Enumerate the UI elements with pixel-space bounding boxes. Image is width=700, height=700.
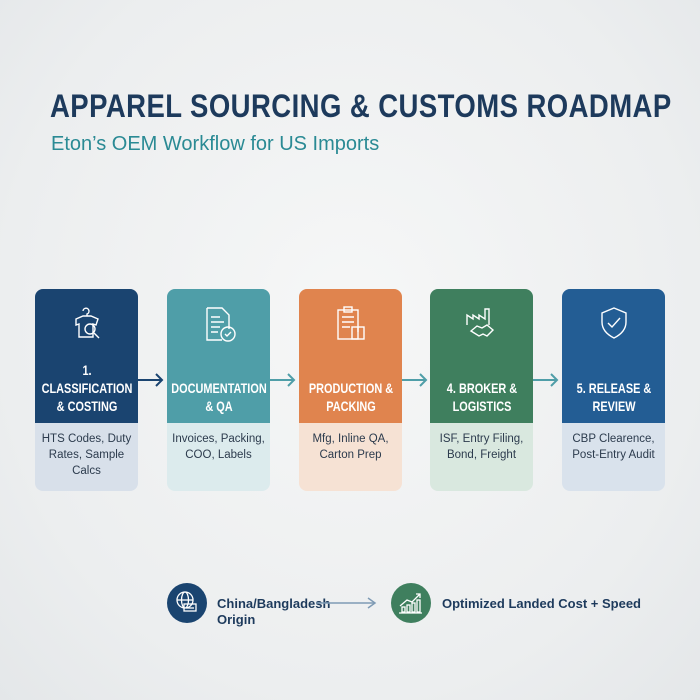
step-arrow	[402, 373, 428, 387]
step-header: PRODUCTION & PACKING	[299, 289, 402, 423]
step-details: Mfg, Inline QA, Carton Prep	[312, 433, 389, 461]
step-card: 1. CLASSIFICATION & COSTING HTS Codes, D…	[35, 289, 138, 491]
step-details: ISF, Entry Filing, Bond, Freight	[439, 433, 524, 461]
step-header: 1. CLASSIFICATION & COSTING	[35, 289, 138, 423]
step-header: DOCUMENTATION & QA	[167, 289, 270, 423]
globe-factory-icon	[167, 583, 207, 623]
step-arrow	[138, 373, 164, 387]
step-card: DOCUMENTATION & QA Invoices, Packing, CO…	[167, 289, 270, 491]
step-card: PRODUCTION & PACKING Mfg, Inline QA, Car…	[299, 289, 402, 491]
page-title: APPAREL SOURCING & CUSTOMS ROADMAP	[50, 88, 672, 124]
factory-handshake-icon	[465, 308, 494, 337]
document-check-icon	[205, 307, 236, 342]
step-title: 4. BROKER & LOGISTICS	[446, 380, 517, 414]
step-details: CBP Clearence, Post-Entry Audit	[572, 433, 655, 461]
shield-check-icon	[600, 307, 627, 339]
clipboard-box-icon	[336, 306, 365, 340]
shirt-magnifier-icon	[74, 307, 99, 339]
page-subtitle: Eton’s OEM Workflow for US Imports	[51, 133, 380, 155]
step-header: 4. BROKER & LOGISTICS	[430, 289, 533, 423]
step-arrow	[270, 373, 296, 387]
growth-chart-icon	[391, 583, 431, 623]
step-title: DOCUMENTATION & QA	[170, 380, 267, 414]
step-details: HTS Codes, Duty Rates, Sample Calcs	[41, 433, 132, 477]
step-card: 4. BROKER & LOGISTICS ISF, Entry Filing,…	[430, 289, 533, 491]
step-details: Invoices, Packing, COO, Labels	[172, 433, 265, 461]
origin-label: China/Bangladesh Origin	[217, 596, 331, 627]
step-card: 5. RELEASE & REVIEW CBP Clearence, Post-…	[562, 289, 665, 491]
step-arrow	[533, 373, 559, 387]
step-title: 1. CLASSIFICATION & COSTING	[41, 362, 132, 414]
step-title: PRODUCTION & PACKING	[308, 380, 393, 414]
result-label: Optimized Landed Cost + Speed	[442, 596, 641, 611]
step-header: 5. RELEASE & REVIEW	[562, 289, 665, 423]
flow-arrow	[316, 597, 377, 609]
step-title: 5. RELEASE & REVIEW	[576, 380, 651, 414]
